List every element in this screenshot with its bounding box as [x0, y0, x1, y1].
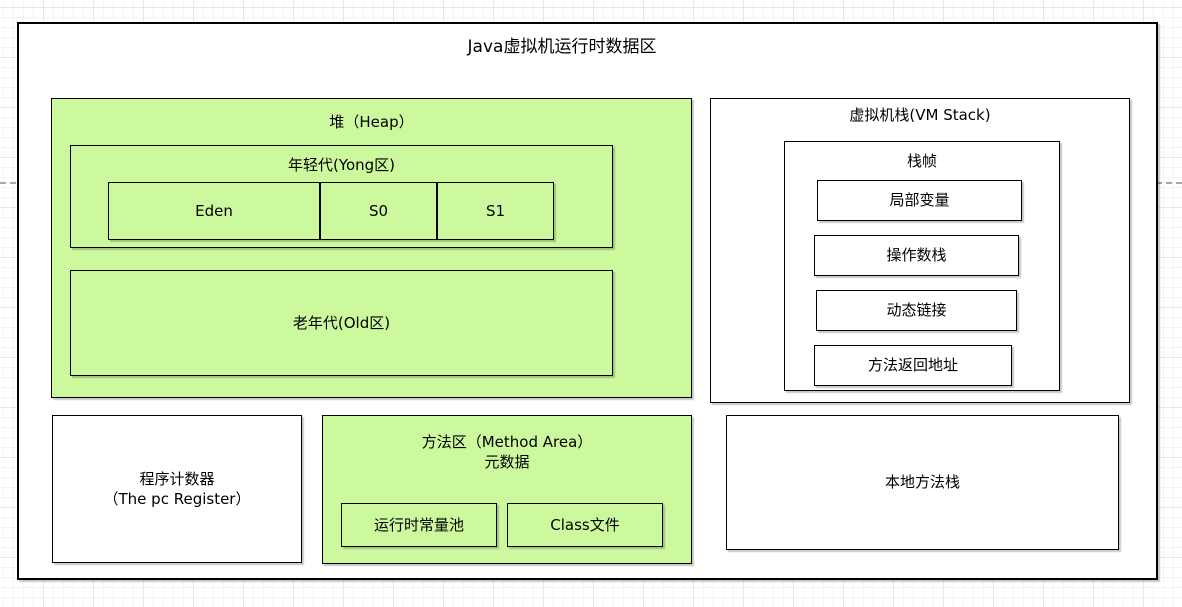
- native-method-stack-box: 本地方法栈: [726, 415, 1119, 550]
- method-area-label-line2: 元数据: [484, 453, 530, 471]
- stack-frame-box: 栈帧 局部变量 操作数栈 动态链接 方法返回地址: [784, 141, 1060, 391]
- dynamic-linking-label: 动态链接: [886, 301, 947, 319]
- heap-label: 堆（Heap）: [329, 113, 414, 131]
- native-method-stack-label: 本地方法栈: [884, 473, 960, 491]
- dynamic-linking-box: 动态链接: [816, 290, 1017, 331]
- operand-stack-box: 操作数栈: [814, 235, 1019, 276]
- young-generation-box: 年轻代(Yong区) Eden S0 S1: [70, 145, 613, 248]
- survivor0-box: S0: [320, 182, 437, 240]
- runtime-constant-pool-box: 运行时常量池: [341, 503, 497, 547]
- eden-label: Eden: [195, 201, 233, 220]
- class-file-label: Class文件: [550, 515, 620, 534]
- diagram-title: Java虚拟机运行时数据区: [467, 37, 657, 57]
- survivor1-box: S1: [437, 182, 554, 240]
- survivor0-label: S0: [368, 201, 389, 220]
- vm-stack-label: 虚拟机栈(VM Stack): [849, 106, 991, 124]
- eden-box: Eden: [108, 182, 320, 240]
- stack-frame-label: 栈帧: [906, 152, 937, 170]
- local-variables-label: 局部变量: [889, 191, 950, 209]
- old-generation-label: 老年代(Old区): [292, 313, 391, 332]
- class-file-box: Class文件: [507, 503, 663, 547]
- heap-box: 堆（Heap） 年轻代(Yong区) Eden S0 S1 老年代(Old区): [51, 98, 692, 398]
- operand-stack-label: 操作数栈: [886, 246, 947, 264]
- young-generation-label: 年轻代(Yong区): [287, 156, 396, 174]
- pc-register-box: 程序计数器 （The pc Register）: [52, 415, 302, 563]
- survivor1-label: S1: [485, 201, 506, 220]
- local-variables-box: 局部变量: [817, 180, 1022, 221]
- jvm-runtime-data-area-container: Java虚拟机运行时数据区 堆（Heap） 年轻代(Yong区) Eden S0…: [17, 22, 1158, 580]
- runtime-constant-pool-label: 运行时常量池: [373, 515, 464, 534]
- old-generation-box: 老年代(Old区): [70, 270, 613, 376]
- return-address-box: 方法返回地址: [814, 345, 1012, 386]
- pc-register-label-line1: 程序计数器: [139, 470, 215, 488]
- method-area-label: 方法区（Method Area） 元数据: [323, 416, 691, 472]
- return-address-label: 方法返回地址: [867, 356, 958, 374]
- pc-register-label-line2: （The pc Register）: [103, 490, 251, 508]
- vm-stack-box: 虚拟机栈(VM Stack) 栈帧 局部变量 操作数栈 动态链接 方法返回地址: [710, 98, 1130, 403]
- method-area-box: 方法区（Method Area） 元数据 运行时常量池 Class文件: [322, 415, 692, 564]
- method-area-label-line1: 方法区（Method Area）: [421, 433, 593, 451]
